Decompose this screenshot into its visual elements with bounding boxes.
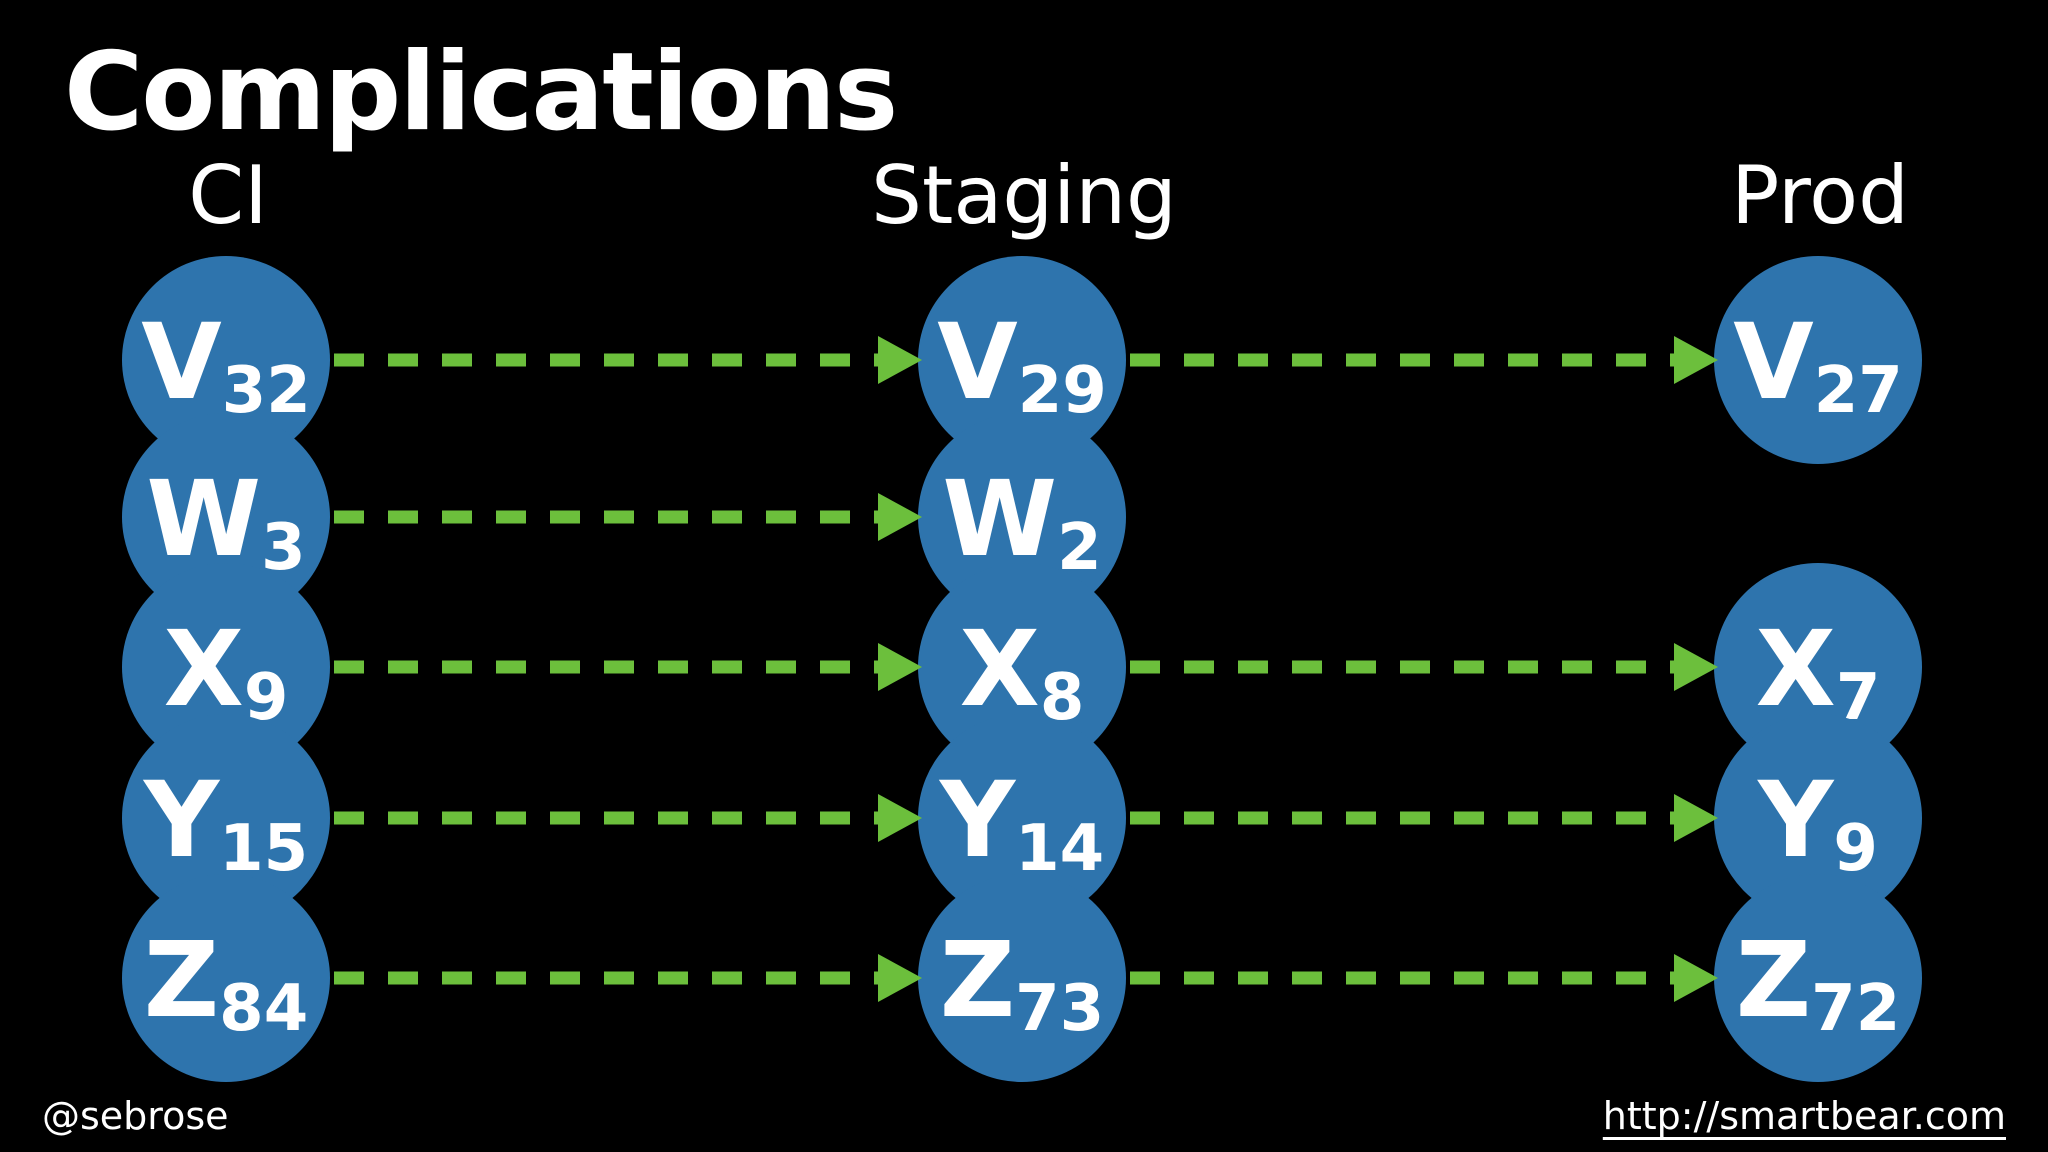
column-header-ci: CI — [188, 149, 268, 242]
node-version: 15 — [219, 812, 308, 886]
node-circle — [1714, 714, 1922, 922]
node-circle — [1714, 563, 1922, 771]
node-letter: X — [1756, 608, 1836, 730]
node-label: Z73 — [940, 919, 1104, 1046]
node-prod-x: X7 — [1714, 563, 1922, 771]
node-circle — [122, 413, 330, 621]
node-label: Z72 — [1736, 919, 1900, 1046]
column-header-staging: Staging — [871, 149, 1177, 242]
node-label: Z84 — [144, 919, 308, 1046]
arrowhead — [1674, 954, 1718, 1002]
arrowhead — [878, 643, 922, 691]
node-staging-v: V29 — [918, 256, 1126, 464]
arrowhead — [878, 954, 922, 1002]
node-label: Y14 — [938, 759, 1104, 886]
arrowhead — [878, 493, 922, 541]
node-ci-y: Y15 — [122, 714, 330, 922]
arrow-staging-z-to-prod-z — [1130, 954, 1718, 1002]
arrowhead — [878, 336, 922, 384]
node-letter: Y — [1756, 759, 1835, 881]
node-label: X9 — [164, 608, 289, 735]
node-label: V29 — [937, 301, 1107, 428]
node-staging-x: X8 — [918, 563, 1126, 771]
node-version: 14 — [1015, 812, 1104, 886]
node-letter: W — [942, 458, 1057, 580]
node-prod-z: Z72 — [1714, 874, 1922, 1082]
node-letter: W — [146, 458, 261, 580]
node-circle — [918, 874, 1126, 1082]
slide-title: Complications — [64, 30, 898, 155]
author-handle: @sebrose — [42, 1094, 229, 1138]
node-letter: Y — [142, 759, 221, 881]
arrow-staging-x-to-prod-x — [1130, 643, 1718, 691]
arrow-ci-v-to-staging-v — [334, 336, 922, 384]
node-staging-z: Z73 — [918, 874, 1126, 1082]
node-letter: V — [141, 301, 222, 423]
node-label: W2 — [942, 458, 1101, 585]
node-version: 27 — [1814, 354, 1903, 428]
node-ci-x: X9 — [122, 563, 330, 771]
node-staging-y: Y14 — [918, 714, 1126, 922]
arrow-staging-v-to-prod-v — [1130, 336, 1718, 384]
node-circle — [1714, 874, 1922, 1082]
node-label: W3 — [146, 458, 305, 585]
node-version: 73 — [1015, 972, 1104, 1046]
node-ci-z: Z84 — [122, 874, 330, 1082]
node-letter: V — [937, 301, 1018, 423]
edge-layer — [334, 336, 1718, 1002]
node-ci-w: W3 — [122, 413, 330, 621]
arrowhead — [1674, 336, 1718, 384]
node-circle — [122, 874, 330, 1082]
arrow-ci-y-to-staging-y — [334, 794, 922, 842]
node-letter: Z — [144, 919, 219, 1041]
node-circle — [122, 563, 330, 771]
node-letter: V — [1733, 301, 1814, 423]
node-version: 84 — [219, 972, 308, 1046]
node-version: 72 — [1811, 972, 1900, 1046]
node-label: V27 — [1733, 301, 1903, 428]
node-version: 9 — [1833, 812, 1878, 886]
node-label: Y9 — [1756, 759, 1878, 886]
node-circle — [918, 714, 1126, 922]
node-letter: X — [960, 608, 1040, 730]
node-circle — [918, 256, 1126, 464]
node-letter: Z — [1736, 919, 1811, 1041]
node-letter: X — [164, 608, 244, 730]
arrow-ci-w-to-staging-w — [334, 493, 922, 541]
arrowhead — [878, 794, 922, 842]
node-prod-v: V27 — [1714, 256, 1922, 464]
node-circle — [122, 256, 330, 464]
node-circle — [918, 563, 1126, 771]
footer-link[interactable]: http://smartbear.com — [1602, 1094, 2006, 1138]
arrowhead — [1674, 794, 1718, 842]
node-letter: Y — [938, 759, 1017, 881]
arrow-ci-x-to-staging-x — [334, 643, 922, 691]
node-letter: Z — [940, 919, 1015, 1041]
node-circle — [1714, 256, 1922, 464]
column-header-prod: Prod — [1731, 149, 1909, 242]
node-prod-y: Y9 — [1714, 714, 1922, 922]
node-staging-w: W2 — [918, 413, 1126, 621]
node-circle — [918, 413, 1126, 621]
node-circle — [122, 714, 330, 922]
arrow-ci-z-to-staging-z — [334, 954, 922, 1002]
arrow-staging-y-to-prod-y — [1130, 794, 1718, 842]
node-label: Y15 — [142, 759, 308, 886]
arrowhead — [1674, 643, 1718, 691]
